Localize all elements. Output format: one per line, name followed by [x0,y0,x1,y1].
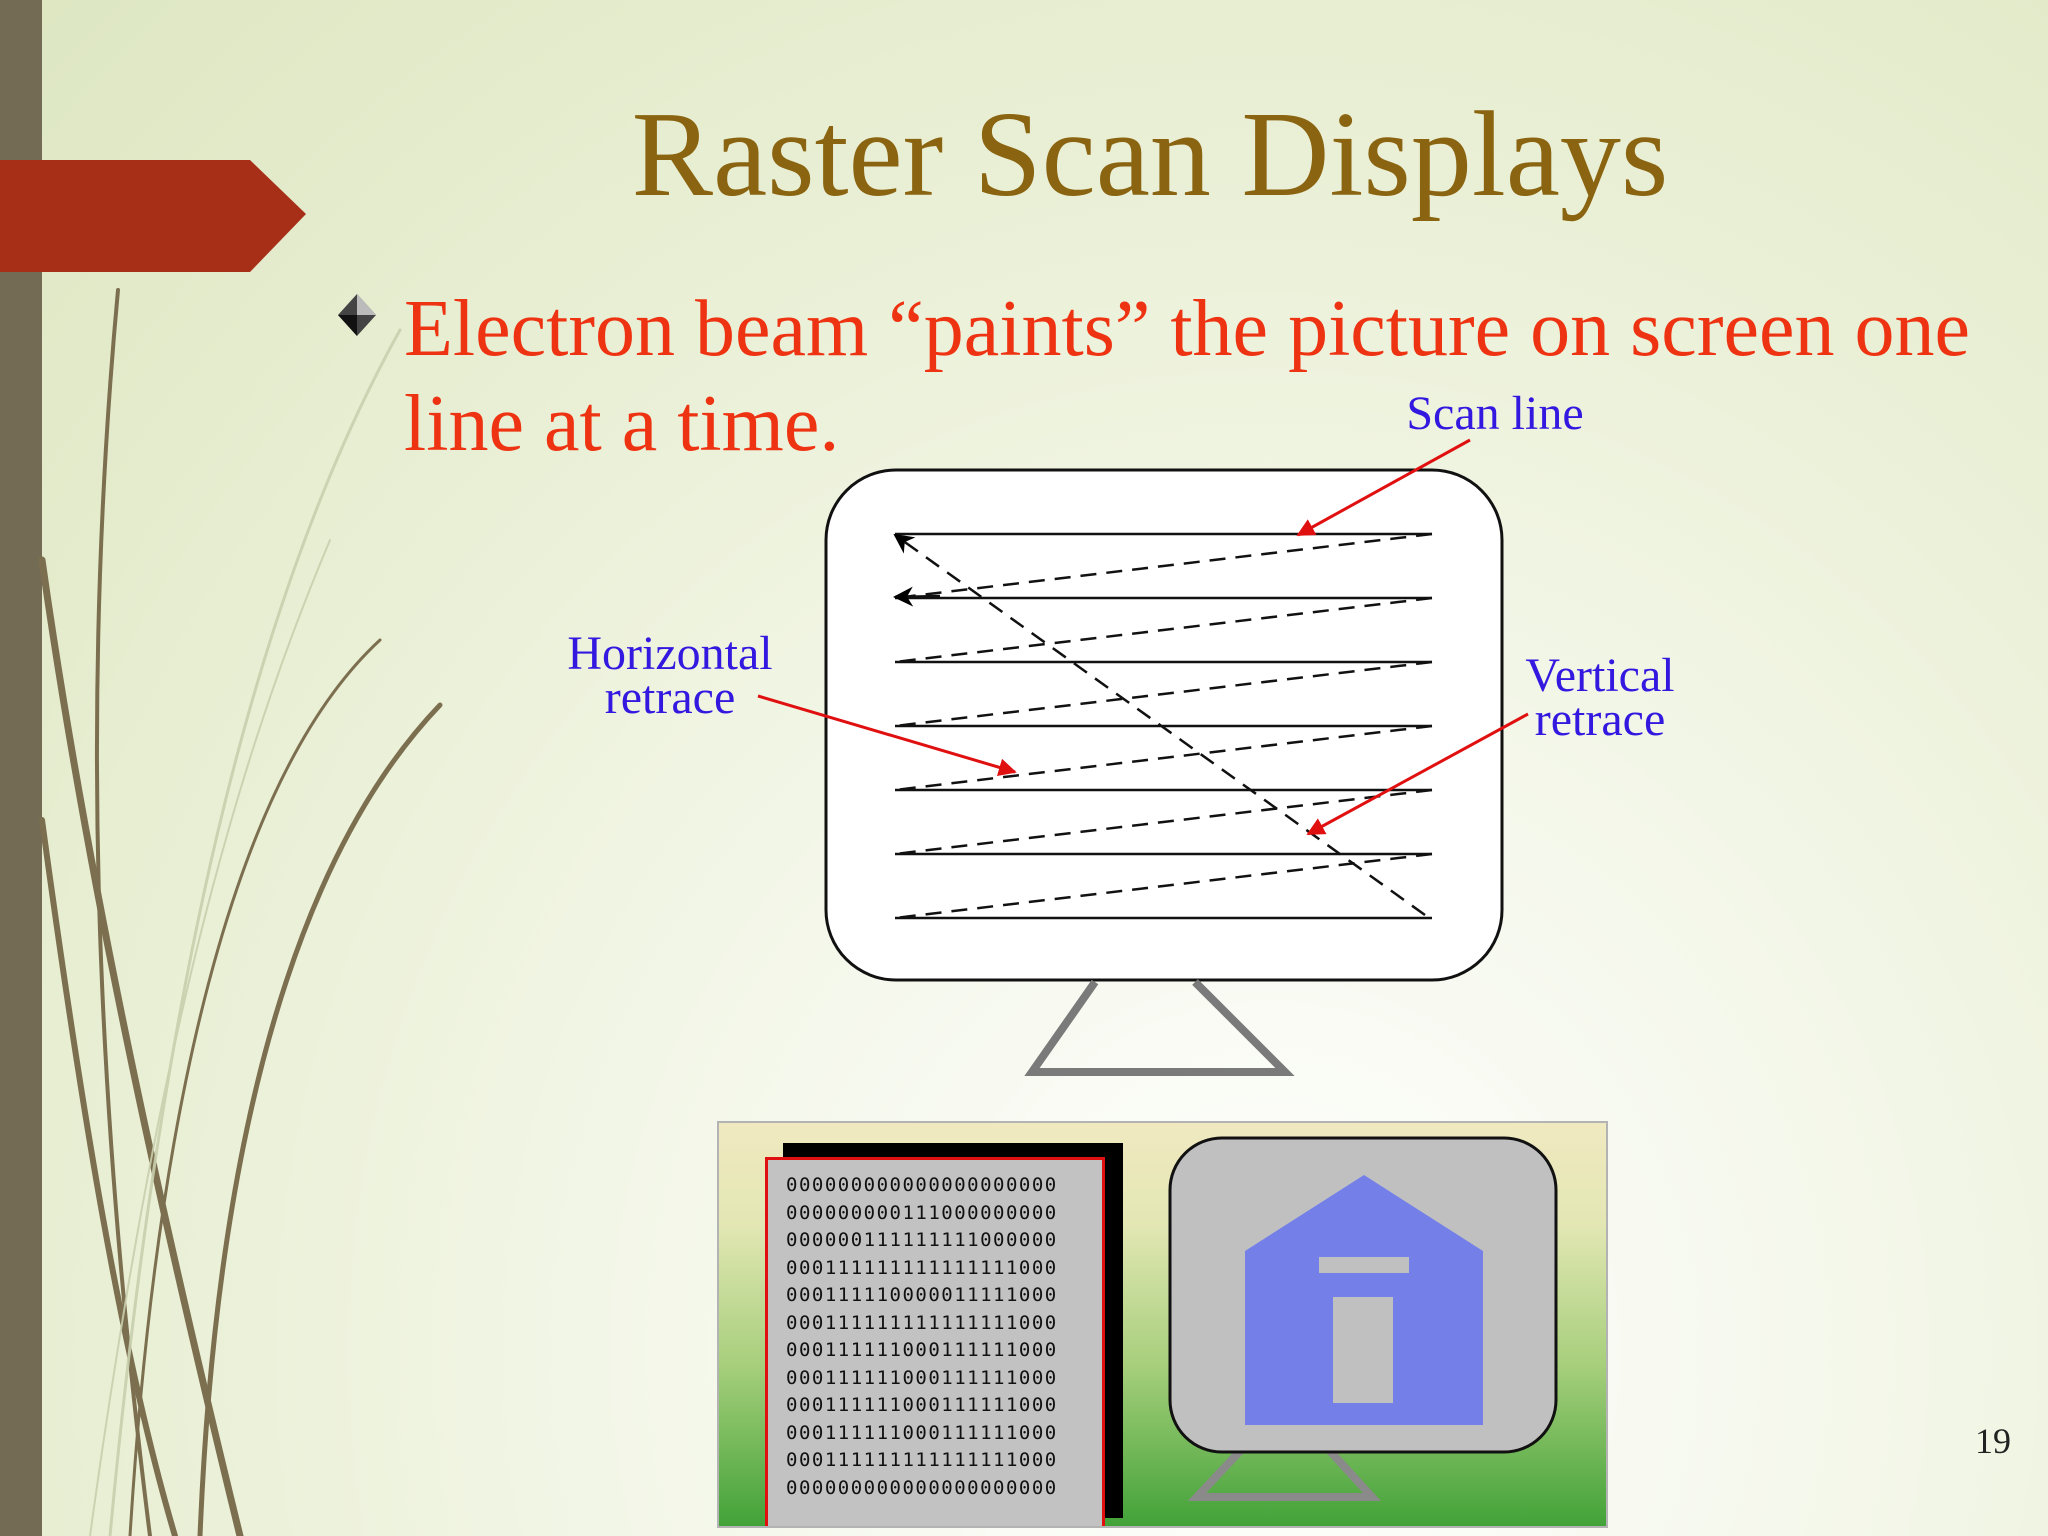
diamond-bullet-icon [338,294,376,336]
bitmap-row: 000111111000111111000 [786,1366,1058,1389]
scan-line-label: Scan line [1406,387,1584,440]
mini-monitor [1168,1136,1558,1501]
bullet-text: Electron beam “paints” the picture on sc… [404,285,1970,468]
bitmap-row: 000111111000111111000 [786,1394,1058,1416]
vertical-retrace-label-line2: retrace [1534,693,1666,746]
vertical-retrace-line [893,533,1426,917]
frame-buffer-bitmap: 000000000000000000000 0000000001110000000… [765,1157,1105,1526]
bitmap-row: 000000000000000000000 [786,1174,1058,1196]
bitmap-row: 000000000000000000000 [786,1476,1058,1499]
house-roof-bar [1319,1257,1409,1273]
frame-buffer-illustration: 000000000000000000000 0000000001110000000… [717,1121,1608,1528]
bitmap-row: 000111111000111111000 [786,1421,1058,1444]
horizontal-retrace-label: Horizontal retrace [540,627,800,724]
monitor-stand [1024,979,1295,1076]
vertical-retrace-label-line1: Vertical [1525,649,1675,702]
horizontal-retrace-lines [894,532,1433,920]
retrace-dash-line [894,660,1433,728]
retrace-dash-line [894,852,1433,920]
title-arrow-tab [0,160,306,272]
bitmap-row: 000111111000111111000 [786,1339,1058,1361]
horizontal-retrace-label-line2: retrace [604,671,736,724]
retrace-dash-line [894,788,1433,856]
retrace-dash-line [894,596,1433,664]
retrace-dash-line [894,724,1433,792]
slide-title: Raster Scan Displays [631,87,1669,222]
return-arrow [893,586,941,607]
horizontal-retrace-pointer [757,694,1017,777]
horizontal-retrace-label-line1: Horizontal [567,627,773,680]
house-door [1333,1297,1393,1403]
vertical-retrace-pointer [1306,712,1529,836]
bitmap-row: 000000000111000000000 [786,1201,1058,1224]
bitmap-row: 000111111111111111000 [786,1449,1058,1471]
bitmap-row: 000111110000011111000 [786,1284,1058,1306]
bitmap-row: 000111111111111111000 [786,1311,1058,1334]
vertical-retrace-label: Vertical retrace [1490,649,1710,746]
bitmap-row: 000000111111111000000 [786,1229,1058,1251]
bitmap-row: 000111111111111111000 [786,1256,1058,1279]
scan-line-pointer [1296,438,1471,537]
page-number: 19 [1975,1421,2011,1461]
retrace-dash-line [894,532,1433,600]
